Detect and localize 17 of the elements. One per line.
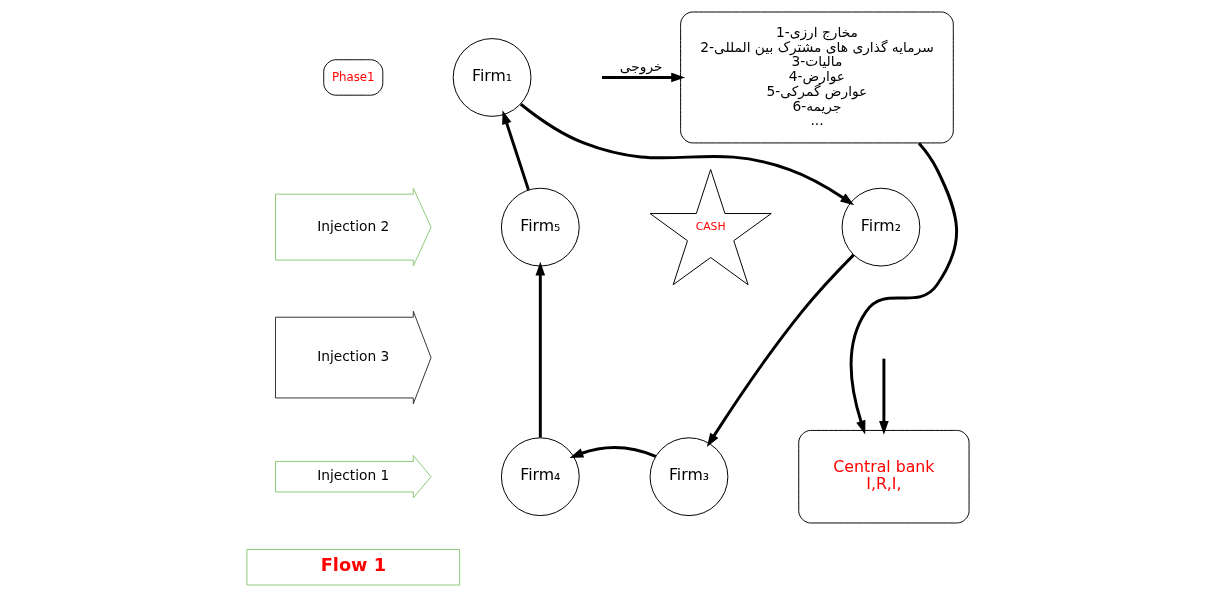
- arrow: [849, 142, 958, 435]
- node-circle: Firm₃: [649, 437, 728, 517]
- node-box: Central bank I,R,I,: [797, 429, 970, 524]
- arrow: [501, 110, 530, 191]
- edge-label: خروجی: [619, 57, 663, 74]
- node-circle: Firm₁: [452, 38, 531, 117]
- node-box: 1-مخارج ارزی 2-سرمایه گذاری های مشترک بین المللی 3-مالیات 4-عوارض 5-عوارض گمرکی 6-جریمه ...: [679, 11, 954, 144]
- arrow: [706, 253, 855, 447]
- arrow: [878, 358, 889, 435]
- arrow: [569, 446, 656, 459]
- node-circle: Firm₄: [500, 437, 580, 517]
- arrow: [601, 72, 685, 83]
- node-circle: Firm₅: [500, 187, 580, 267]
- arrow: [519, 103, 854, 206]
- arrow: [535, 261, 545, 438]
- node-box: Phase1: [322, 59, 383, 96]
- node-box: Flow 1: [245, 549, 460, 586]
